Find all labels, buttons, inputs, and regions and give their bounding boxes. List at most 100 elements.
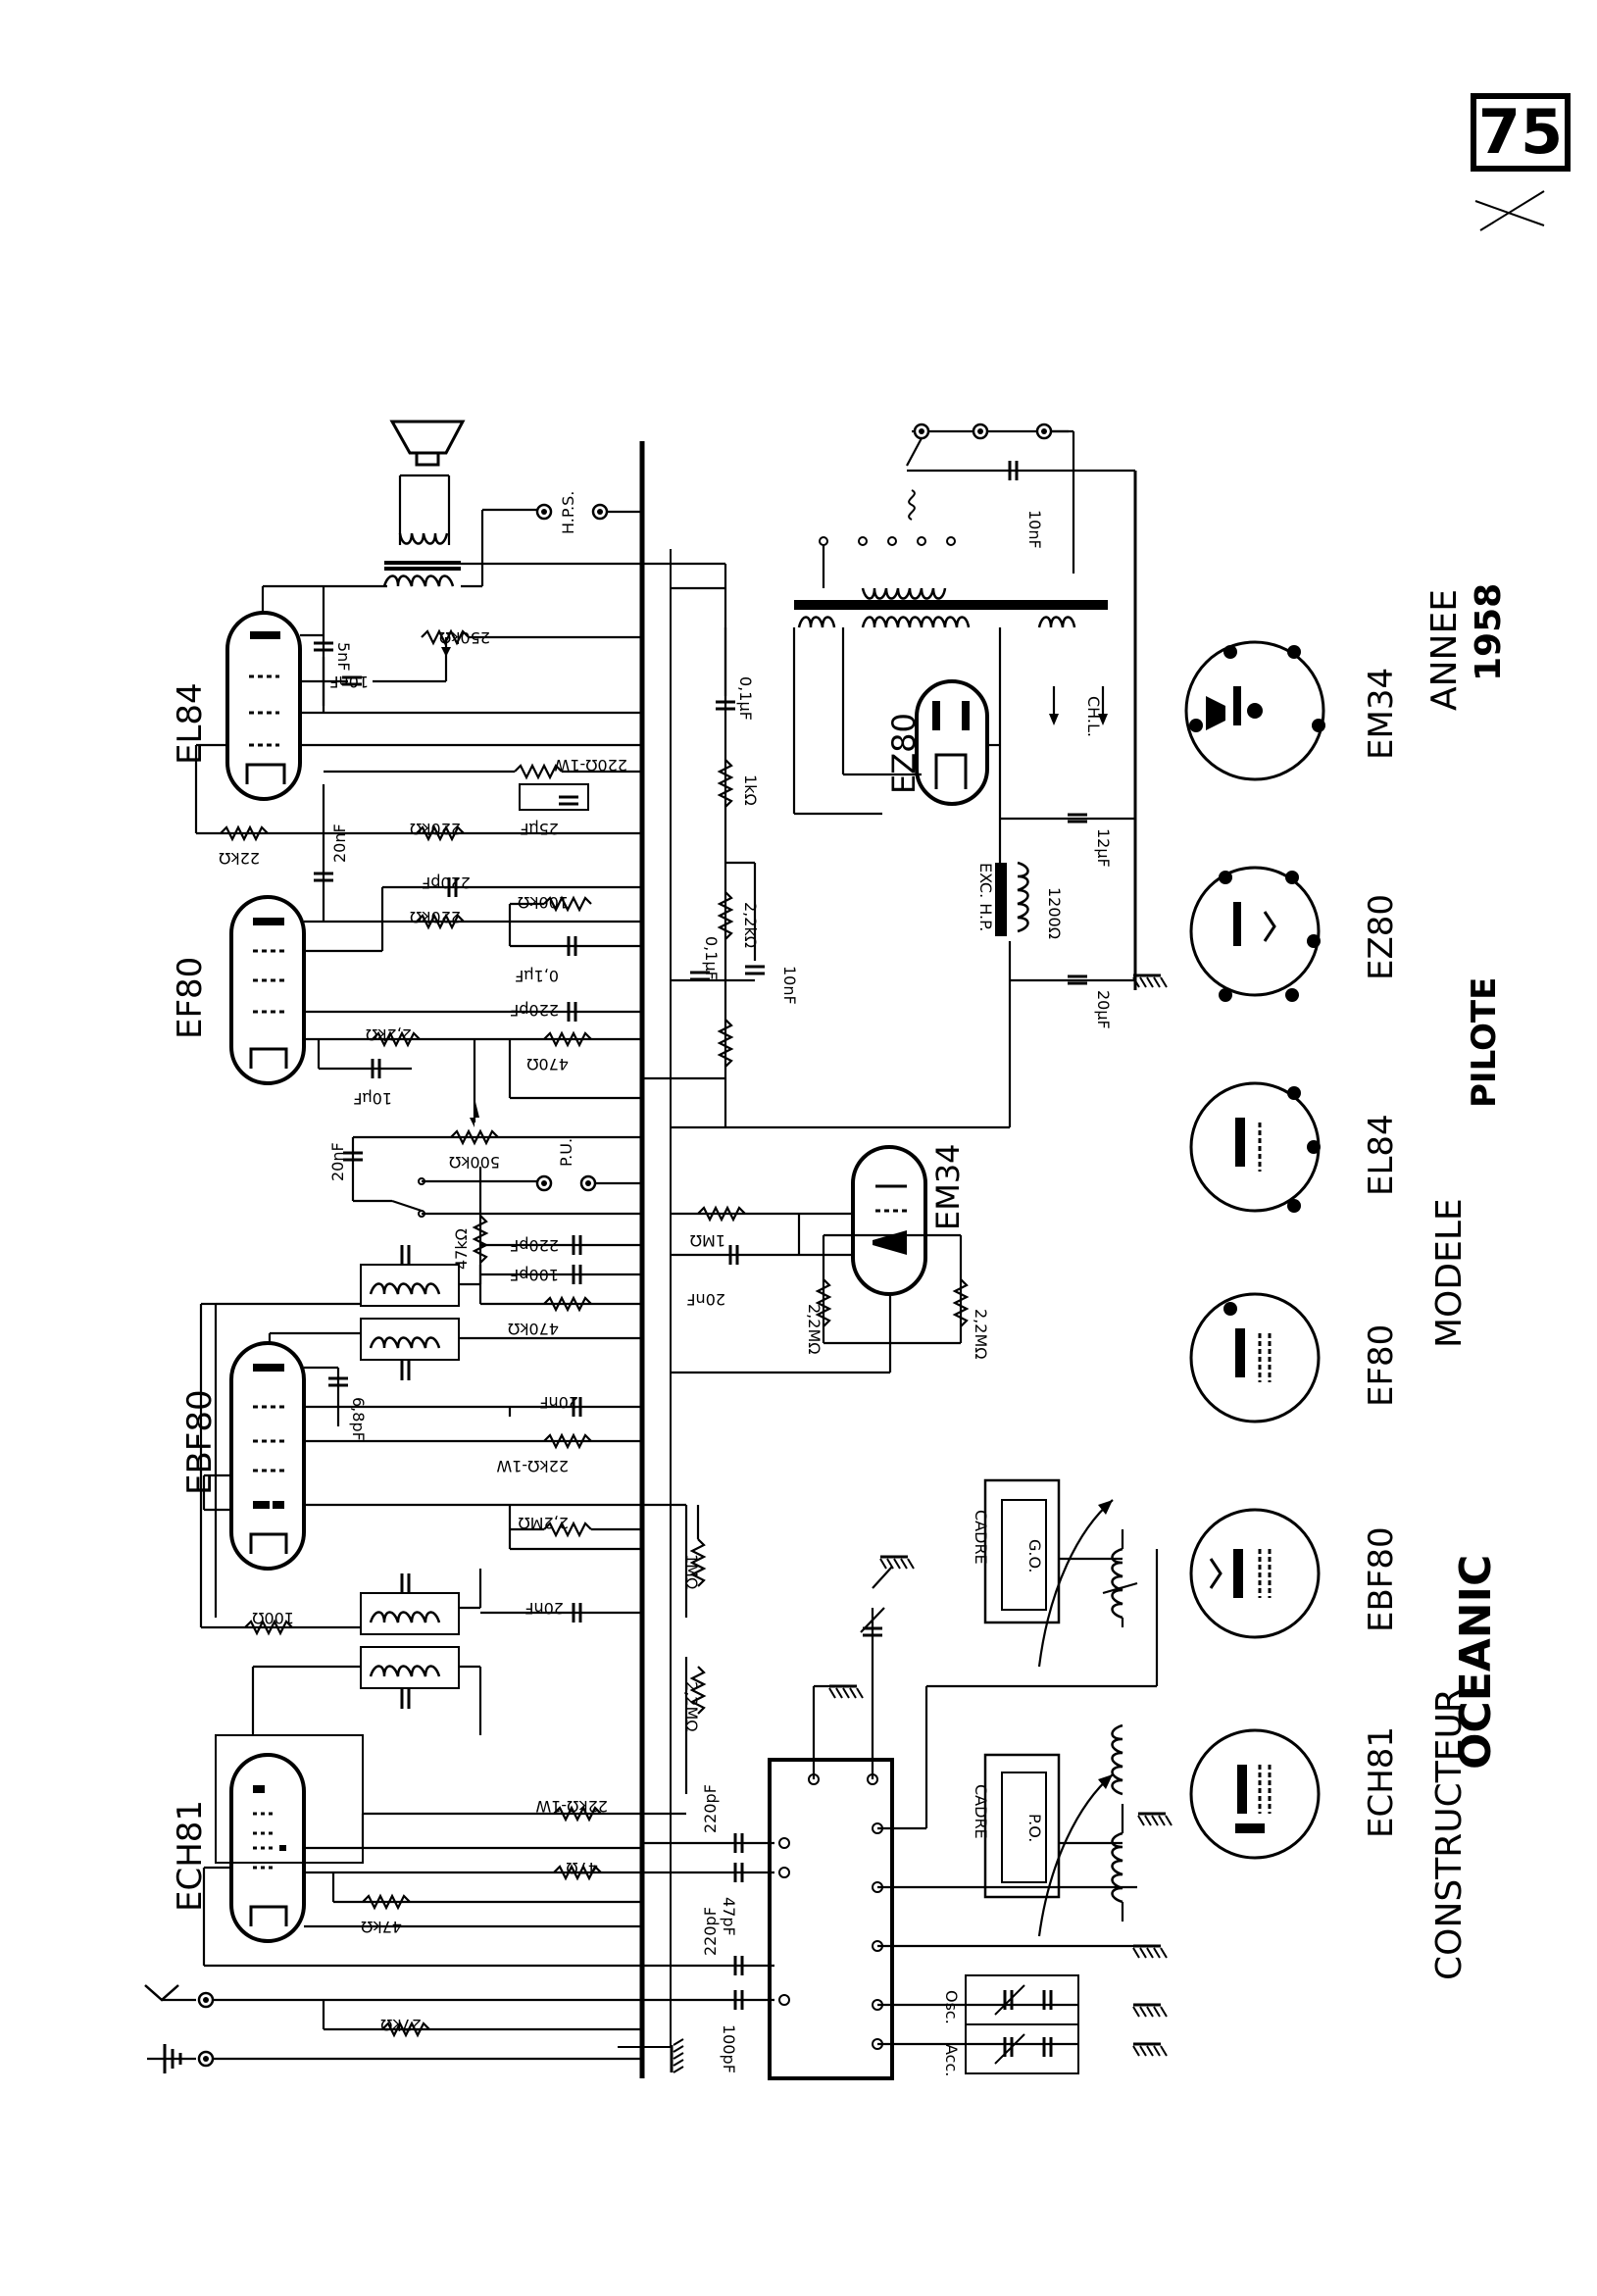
pencil-mark (1474, 190, 1545, 231)
svg-text:47kΩ: 47kΩ (452, 1228, 471, 1270)
tuner-block (768, 1549, 1159, 2080)
svg-text:EM34: EM34 (1362, 668, 1401, 760)
bus-lines (618, 441, 1137, 2078)
ebf80-label: EBF80 (180, 1389, 220, 1495)
svg-text:100Ω: 100Ω (252, 1609, 294, 1627)
svg-text:22kΩ: 22kΩ (219, 849, 260, 868)
svg-text:47pF: 47pF (720, 1897, 738, 1936)
svg-text:Acc.: Acc. (942, 2044, 961, 2076)
svg-text:2,2MΩ: 2,2MΩ (682, 1681, 701, 1731)
ef80-label: EF80 (171, 957, 210, 1039)
svg-text:22kΩ-1W: 22kΩ-1W (496, 1457, 569, 1475)
svg-text:220kΩ: 220kΩ (410, 820, 461, 838)
svg-text:250kΩ: 250kΩ (439, 628, 490, 647)
el84-stage (194, 584, 642, 841)
svg-text:500kΩ: 500kΩ (449, 1153, 500, 1172)
page-number-box: 75 (1471, 93, 1571, 172)
svg-text:100pF: 100pF (510, 1266, 559, 1284)
ebf80-tube (229, 1341, 306, 1571)
svg-text:1kΩ: 1kΩ (741, 774, 760, 806)
page-number: 75 (1477, 96, 1564, 168)
svg-text:EZ80: EZ80 (1362, 894, 1401, 980)
antenna-section (144, 1984, 774, 2074)
svg-text:220Ω-1W: 220Ω-1W (554, 756, 627, 774)
svg-text:27kΩ: 27kΩ (380, 2016, 422, 2034)
svg-text:220pF: 220pF (701, 1784, 720, 1833)
svg-text:2,2MΩ: 2,2MΩ (519, 1514, 569, 1532)
variable-capacitors (965, 1974, 1079, 2074)
modele-value: PILOTE (1465, 977, 1504, 1108)
svg-text:P.U.: P.U. (557, 1138, 575, 1167)
constructeur-label: CONSTRUCTEUR (1429, 1688, 1470, 1980)
svg-text:CH.L.: CH.L. (1084, 696, 1103, 737)
svg-text:220pF: 220pF (510, 1236, 559, 1255)
svg-text:20nF: 20nF (328, 1142, 347, 1181)
svg-text:47kΩ: 47kΩ (361, 1918, 402, 1936)
ech81-tube (229, 1753, 306, 1943)
ech81-base (1189, 1728, 1321, 1860)
annee-value: 1958 (1469, 583, 1509, 681)
em34-tube (851, 1145, 927, 1296)
svg-text:10nF: 10nF (780, 966, 799, 1005)
svg-text:H.P.S.: H.P.S. (559, 491, 577, 534)
svg-text:20µF: 20µF (1094, 990, 1113, 1029)
ef80-tube (229, 895, 306, 1085)
svg-text:Osc.: Osc. (942, 1990, 961, 2024)
em34-stage (671, 1145, 969, 1374)
svg-text:220pF: 220pF (701, 1907, 720, 1956)
svg-text:0,1µF: 0,1µF (736, 676, 755, 721)
power-supply (671, 423, 1169, 1129)
svg-text:1MΩ: 1MΩ (682, 1554, 701, 1589)
svg-text:2,2MΩ: 2,2MΩ (805, 1304, 823, 1354)
ef80-stage (229, 784, 642, 1100)
svg-text:2,2kΩ: 2,2kΩ (366, 1025, 412, 1044)
volume-section (341, 1039, 642, 1218)
el84-tube (225, 611, 302, 801)
el84-base (1189, 1081, 1321, 1213)
antenna-icon (144, 1984, 179, 2002)
svg-text:12µF: 12µF (1094, 828, 1113, 868)
svg-text:220kΩ: 220kΩ (410, 908, 461, 926)
svg-text:P.O.: P.O. (1025, 1814, 1044, 1842)
svg-text:CADRE: CADRE (972, 1784, 990, 1839)
ez80-base (1189, 866, 1321, 1002)
em34-base (1184, 640, 1325, 781)
speaker-icon (389, 420, 466, 455)
tube-labels: EL84 EF80 EBF80 ECH81 EZ80 EM34 (171, 682, 967, 1912)
coil-unit (768, 1758, 894, 2080)
if-transformer-2 (214, 1167, 642, 1618)
svg-text:EXC. H.P.: EXC. H.P. (976, 863, 995, 931)
ez80-tube (915, 679, 989, 806)
svg-text:G.O.: G.O. (1025, 1539, 1044, 1573)
ebf80-stage (202, 1341, 706, 1794)
svg-text:22kΩ-1W: 22kΩ-1W (535, 1797, 608, 1816)
svg-text:220pF: 220pF (510, 1001, 559, 1020)
svg-text:1MΩ: 1MΩ (690, 1231, 725, 1250)
title-block: ANNEE 1958 MODELE PILOTE CONSTRUCTEUR OC… (1424, 583, 1509, 1980)
svg-text:20nF: 20nF (330, 824, 349, 863)
ech81-stage (202, 1734, 774, 1977)
svg-text:CADRE: CADRE (972, 1510, 990, 1565)
svg-text:25µF: 25µF (520, 820, 559, 838)
svg-text:0,1µF: 0,1µF (702, 936, 721, 980)
decoupling-chain (642, 627, 767, 1080)
ebf80-base (1189, 1508, 1321, 1639)
svg-text:2,2kΩ: 2,2kΩ (741, 902, 760, 948)
svg-text:EF80: EF80 (1362, 1324, 1401, 1407)
constructeur-value: OCEANIC (1451, 1555, 1501, 1770)
tube-bases (1184, 640, 1325, 1860)
svg-text:6,8pF: 6,8pF (349, 1397, 368, 1441)
svg-text:20nF: 20nF (524, 1599, 564, 1618)
svg-text:EL84: EL84 (1362, 1114, 1401, 1196)
ech81-label: ECH81 (171, 1800, 210, 1912)
svg-text:20nF: 20nF (686, 1290, 725, 1309)
svg-text:0,1µF: 0,1µF (515, 967, 559, 985)
svg-text:2,2MΩ: 2,2MΩ (972, 1309, 990, 1359)
svg-text:470Ω: 470Ω (526, 1055, 569, 1073)
ef80-base (1189, 1292, 1321, 1423)
em34-label: EM34 (929, 1143, 967, 1230)
if-transformer-1 (199, 1302, 642, 1735)
svg-text:5nF: 5nF (334, 642, 353, 672)
svg-text:EBF80: EBF80 (1362, 1526, 1401, 1632)
